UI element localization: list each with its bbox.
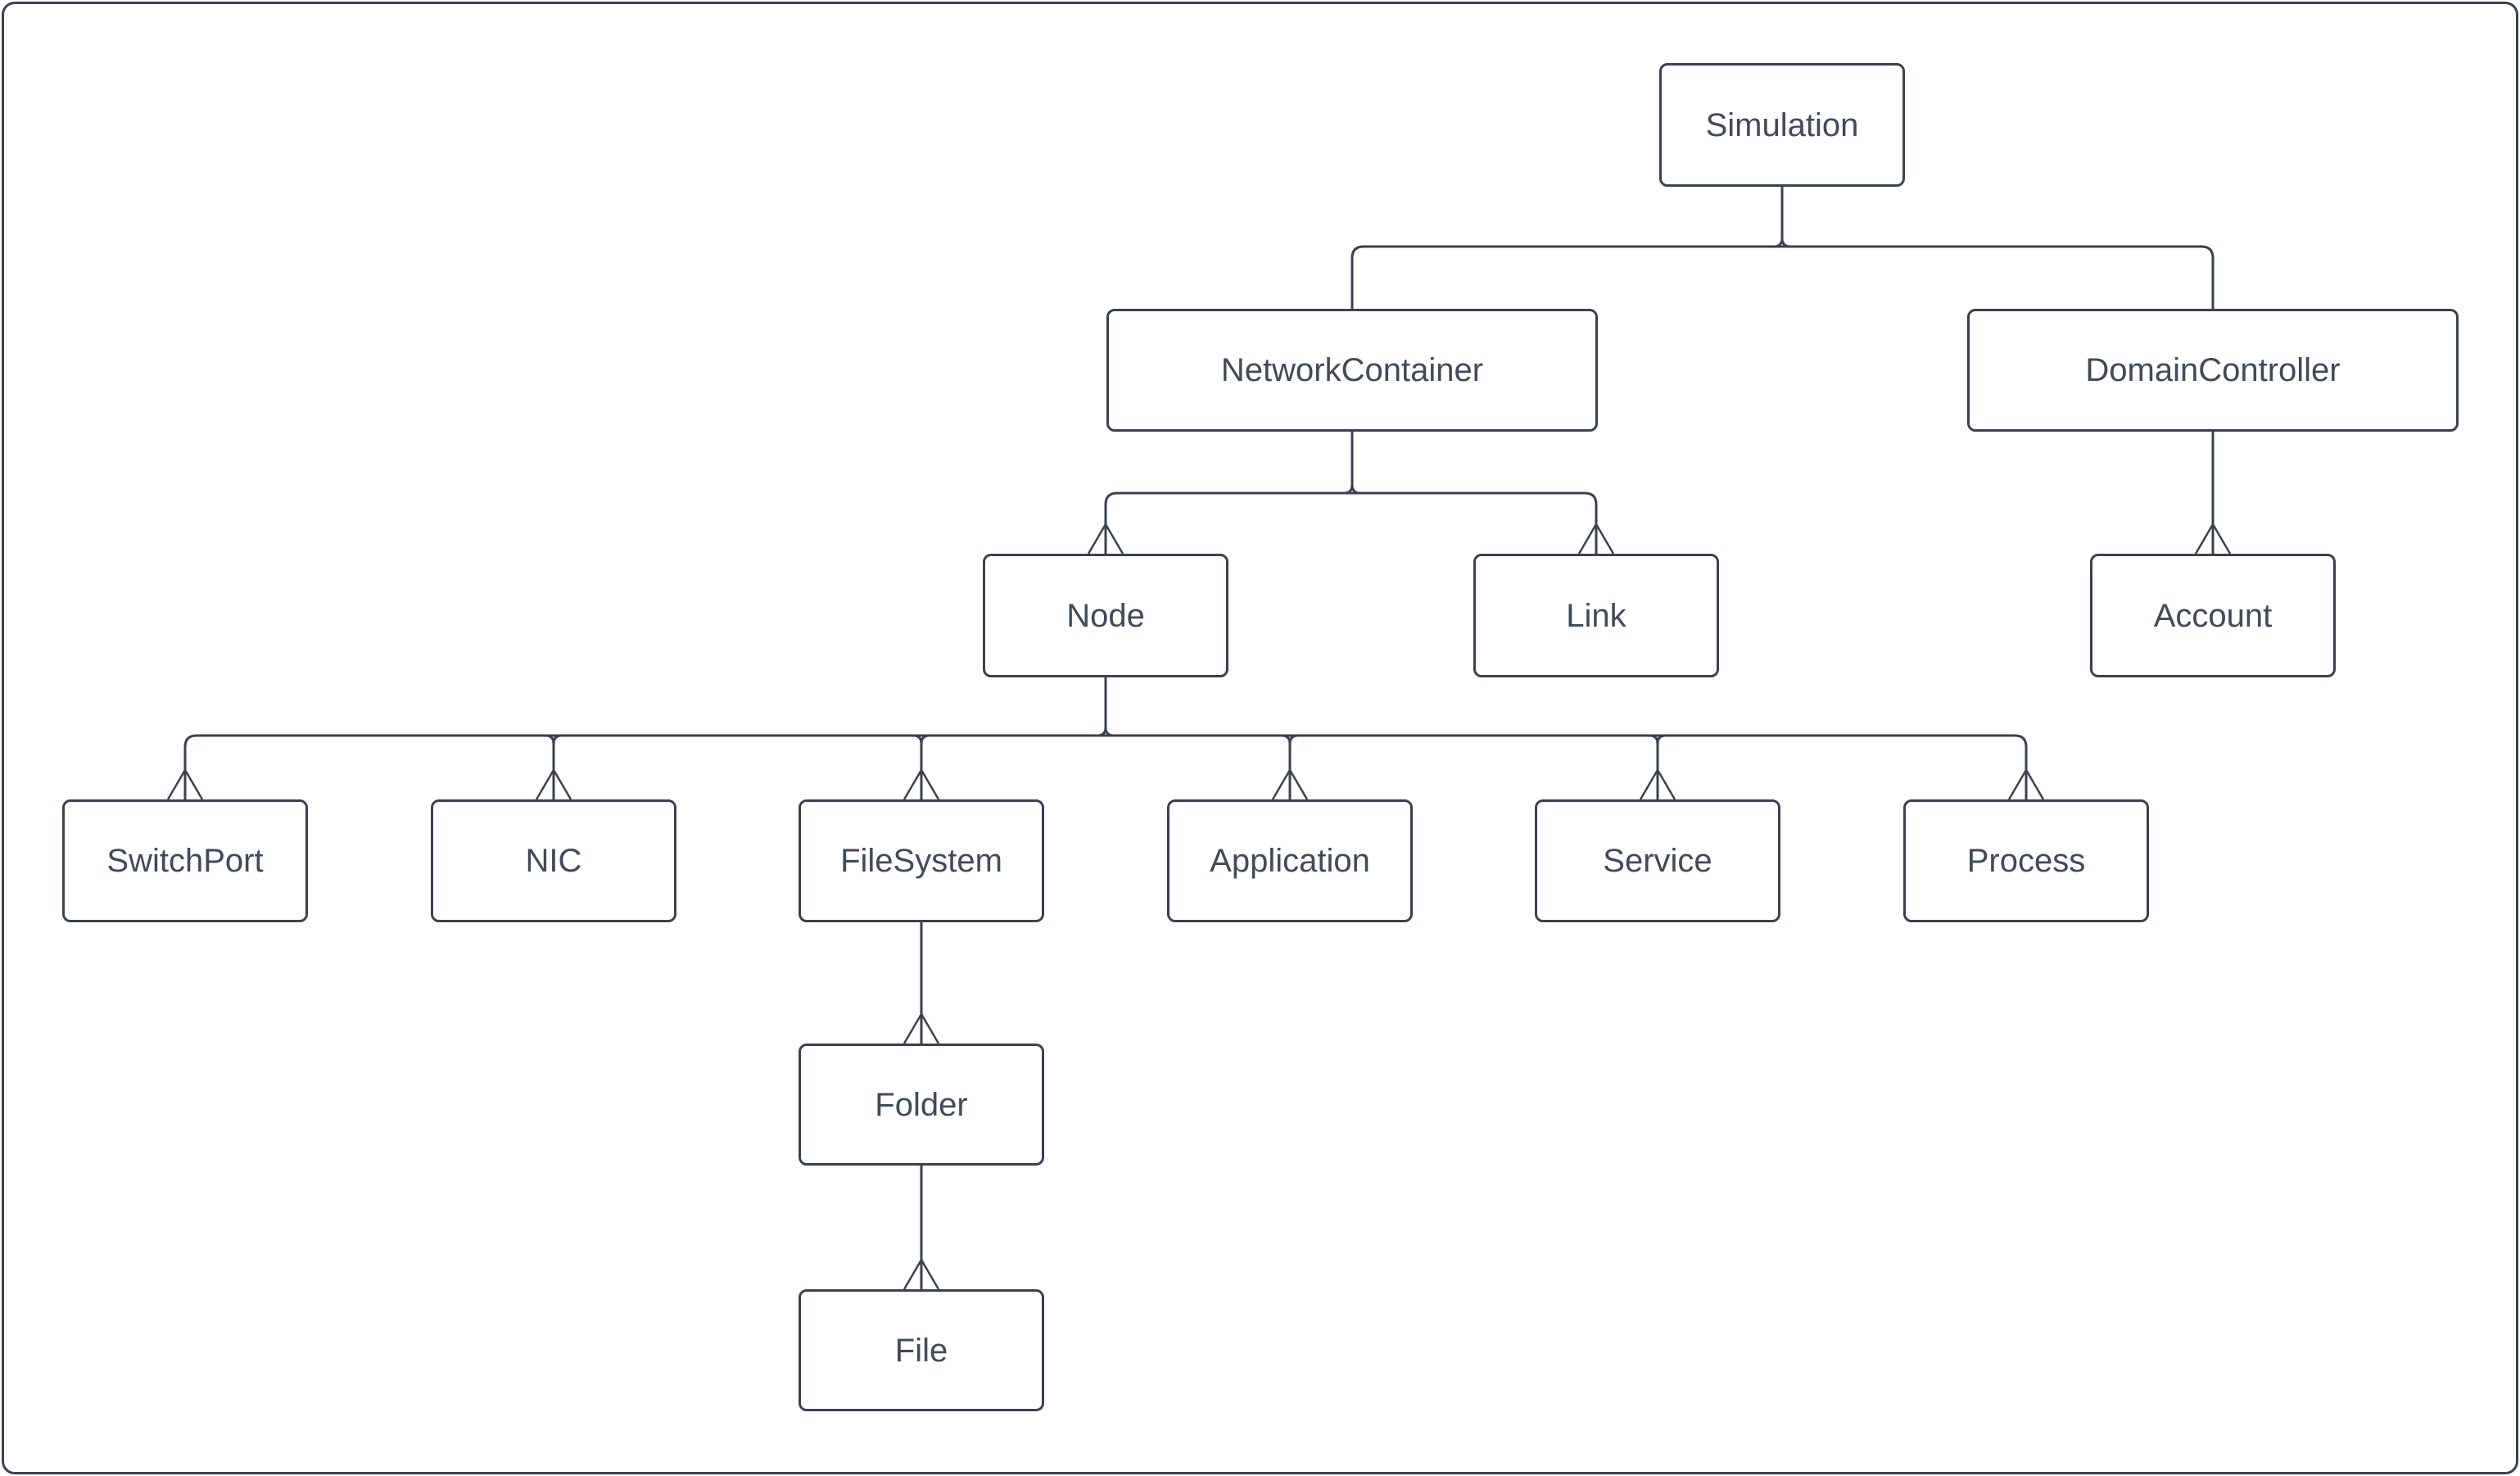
drop-line-nic: [545, 734, 563, 799]
node-label: DomainController: [2085, 352, 2341, 388]
node-label: SwitchPort: [106, 843, 264, 879]
drop-line-service: [1649, 734, 1667, 799]
crowsfoot-arrow-folder: [903, 1012, 940, 1044]
connector-domaincontroller-account: [2194, 432, 2232, 555]
node-link[interactable]: Link: [1473, 554, 1719, 677]
node-switchport[interactable]: SwitchPort: [62, 799, 308, 922]
crowsfoot-arrow-link: [1577, 522, 1615, 555]
node-label: Account: [2153, 597, 2273, 634]
node-nic[interactable]: NIC: [431, 799, 676, 922]
connector-networkcontainer-children: [1087, 432, 1615, 555]
node-label: Link: [1566, 597, 1626, 634]
node-file[interactable]: File: [799, 1289, 1044, 1411]
node-filesystem[interactable]: FileSystem: [799, 799, 1044, 922]
node-label: Simulation: [1705, 106, 1859, 143]
node-label: Service: [1603, 843, 1712, 879]
crowsfoot-arrow-process: [2007, 767, 2045, 800]
node-service[interactable]: Service: [1535, 799, 1780, 922]
node-label: Node: [1066, 597, 1145, 634]
node-label: NIC: [525, 843, 582, 879]
node-node[interactable]: Node: [983, 554, 1228, 677]
connector-filesystem-folder: [903, 922, 940, 1044]
drop-line-filesystem: [912, 734, 930, 799]
crowsfoot-arrow-account: [2194, 522, 2232, 555]
node-application[interactable]: Application: [1167, 799, 1413, 922]
node-simulation[interactable]: Simulation: [1659, 63, 1905, 187]
node-domain-controller[interactable]: DomainController: [1967, 309, 2459, 432]
node-folder[interactable]: Folder: [799, 1044, 1044, 1166]
node-label: File: [894, 1332, 948, 1369]
bus-line: [1104, 491, 1598, 554]
node-label: Process: [1966, 843, 2086, 879]
node-label: FileSystem: [840, 843, 1002, 879]
node-label: Folder: [875, 1086, 968, 1123]
node-network-container[interactable]: NetworkContainer: [1106, 309, 1598, 432]
node-label: NetworkContainer: [1220, 352, 1484, 388]
crowsfoot-arrow-filesystem: [903, 767, 940, 800]
drop-line-application: [1281, 734, 1299, 799]
crowsfoot-arrow-node: [1087, 522, 1124, 555]
connector-simulation-children: [1350, 187, 2215, 309]
bus-line: [1350, 245, 2215, 309]
connector-folder-file: [903, 1166, 940, 1290]
crowsfoot-arrow-file: [903, 1257, 940, 1290]
node-label: Application: [1210, 843, 1370, 879]
connector-node-children: [166, 677, 2045, 800]
node-account[interactable]: Account: [2090, 554, 2336, 677]
crowsfoot-arrow-service: [1639, 767, 1676, 800]
crowsfoot-arrow-application: [1271, 767, 1309, 800]
crowsfoot-arrow-nic: [535, 767, 572, 800]
crowsfoot-arrow-switchport: [166, 767, 204, 800]
node-process[interactable]: Process: [1903, 799, 2149, 922]
bus-line: [183, 734, 2028, 799]
